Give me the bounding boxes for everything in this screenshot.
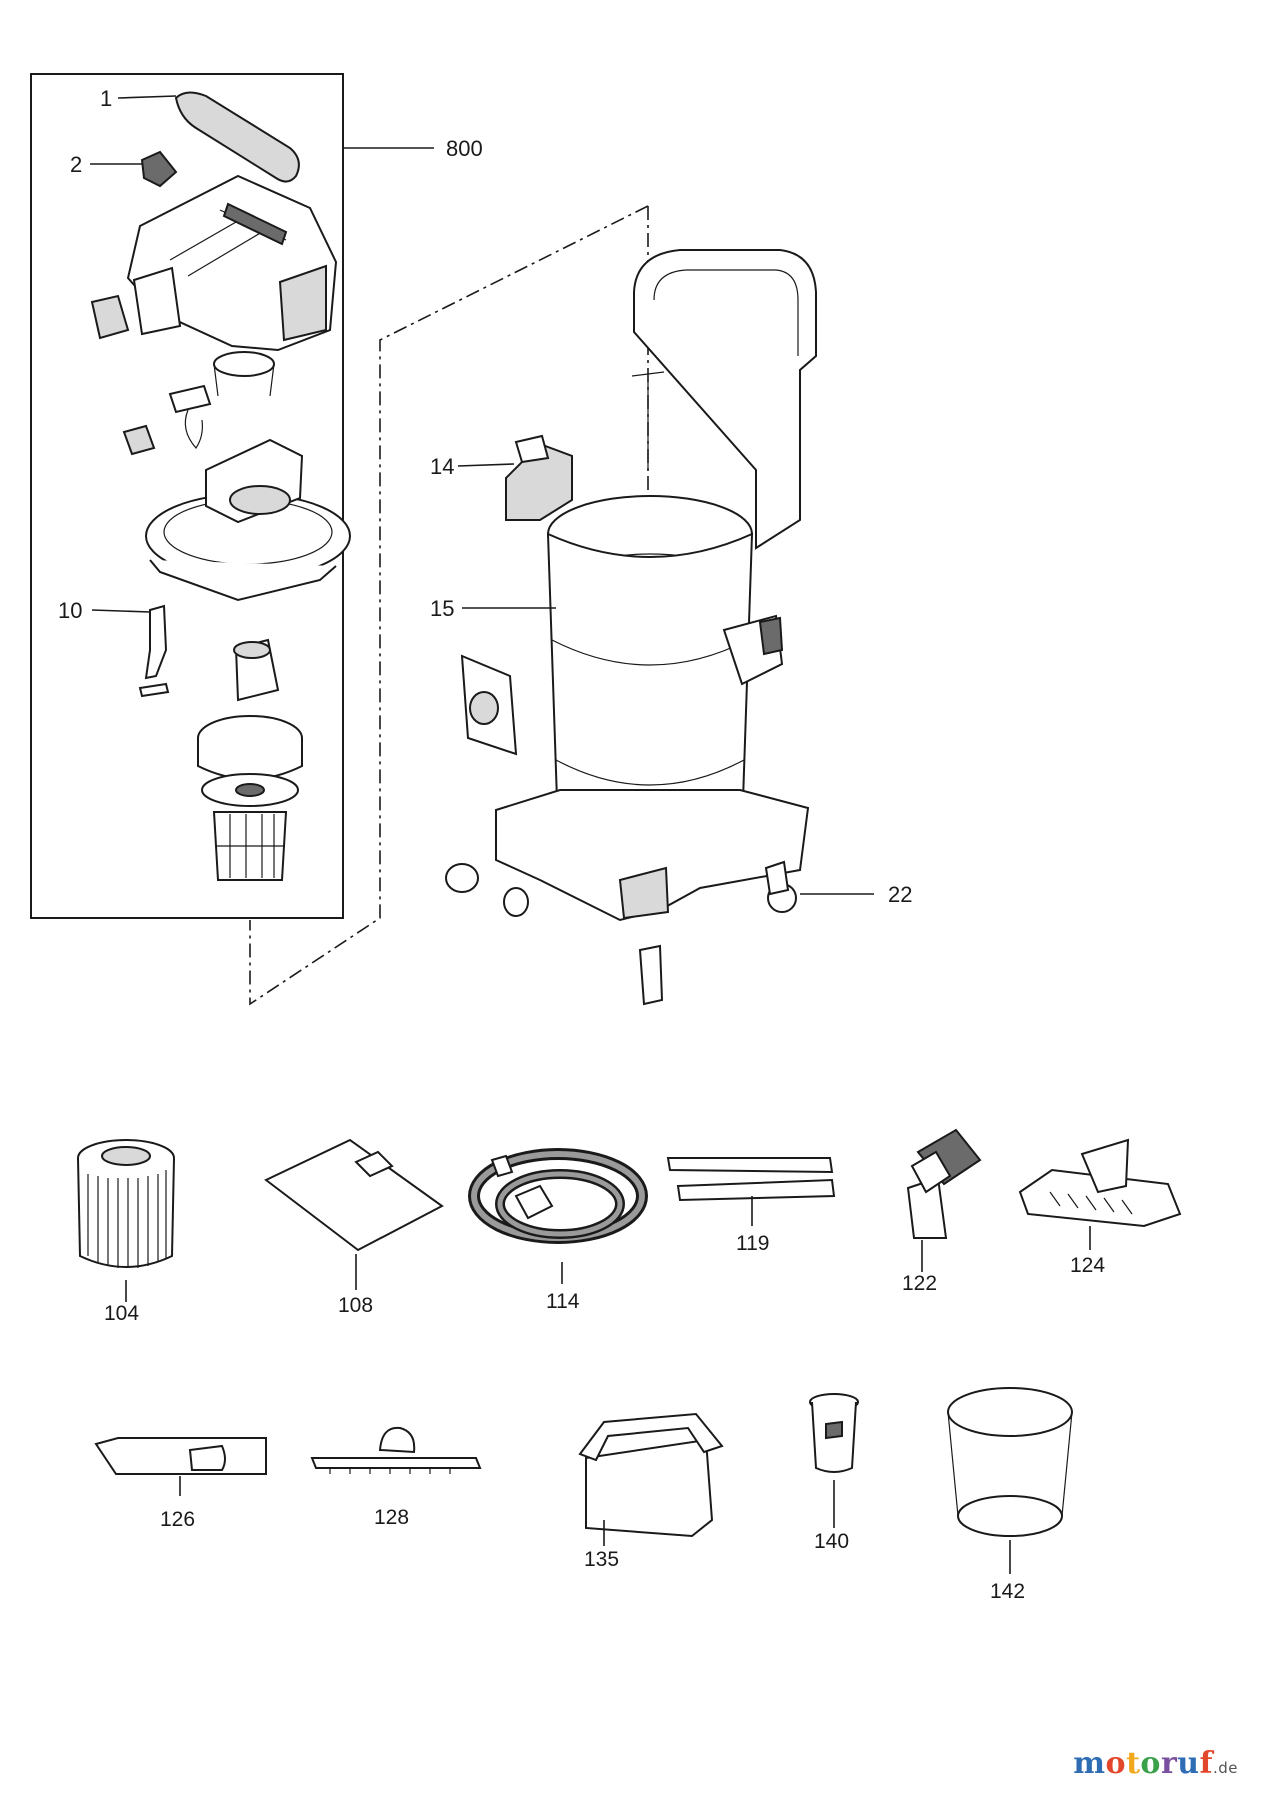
rear-handle-frame	[633, 249, 817, 550]
guide-line-right	[249, 205, 649, 1006]
callout-114: 114	[546, 1290, 580, 1313]
watermark-letter: u	[1177, 1746, 1200, 1781]
callout-128: 128	[374, 1506, 409, 1529]
motoruf-watermark: motoruf.de	[1073, 1746, 1238, 1781]
watermark-letter: o	[1105, 1746, 1127, 1781]
leader-lines	[90, 95, 1091, 1574]
drum-assembly	[445, 249, 817, 1006]
accessory-bag-108	[264, 1138, 444, 1252]
part-switch-2	[140, 150, 178, 188]
caster-left	[445, 863, 529, 917]
watermark-tld: .de	[1212, 1759, 1238, 1777]
latch-left	[90, 294, 130, 340]
accessory-nozzle-128	[310, 1426, 482, 1474]
callout-800: 800	[446, 136, 483, 161]
watermark-letter: o	[1140, 1746, 1161, 1781]
accessory-hose-114	[468, 1148, 648, 1244]
accessory-wands-119	[666, 1157, 836, 1202]
callout-104: 104	[104, 1302, 139, 1325]
watermark-letter: t	[1126, 1746, 1141, 1781]
caster-right	[764, 860, 797, 913]
callout-108: 108	[338, 1294, 373, 1317]
accessory-brush-122	[906, 1128, 982, 1239]
callout-1: 1	[100, 86, 112, 111]
callout-142: 142	[990, 1580, 1025, 1603]
callout-124: 124	[1070, 1254, 1105, 1277]
housing-badge	[222, 202, 288, 246]
callout-135: 135	[584, 1548, 619, 1571]
callout-15: 15	[430, 596, 454, 621]
watermark-letter: f	[1199, 1746, 1213, 1781]
callout-labels: 1 2 800 10 14 15 22 104 108 114 119 122 …	[58, 86, 1105, 1603]
callout-2: 2	[70, 152, 82, 177]
motor-head-assembly	[30, 73, 351, 919]
callout-119: 119	[736, 1232, 769, 1255]
accessory-cup-140	[809, 1393, 859, 1473]
watermark-letter: m	[1073, 1746, 1106, 1781]
accessory-floor-tool-124	[1018, 1138, 1182, 1228]
callout-10: 10	[58, 598, 82, 623]
accessory-tray-135	[578, 1412, 724, 1538]
drum-base	[495, 789, 810, 922]
circuit-board	[168, 384, 212, 414]
caster-front	[638, 944, 664, 1006]
callout-22: 22	[888, 882, 912, 907]
callout-14: 14	[430, 454, 454, 479]
part-handle-1	[174, 91, 300, 183]
power-plug	[122, 424, 156, 456]
watermark-letter: r	[1160, 1746, 1178, 1781]
callout-126: 126	[160, 1508, 195, 1531]
part-10-bracket	[144, 604, 168, 680]
accessory-filter-104	[77, 1139, 175, 1268]
housing-vent	[278, 264, 327, 342]
intake-ring	[213, 351, 275, 377]
callout-122: 122	[902, 1272, 937, 1295]
assembly-frame	[30, 73, 344, 919]
accessory-crevice-126	[94, 1437, 267, 1475]
callout-140: 140	[814, 1530, 849, 1553]
accessory-ring-142	[947, 1387, 1073, 1537]
